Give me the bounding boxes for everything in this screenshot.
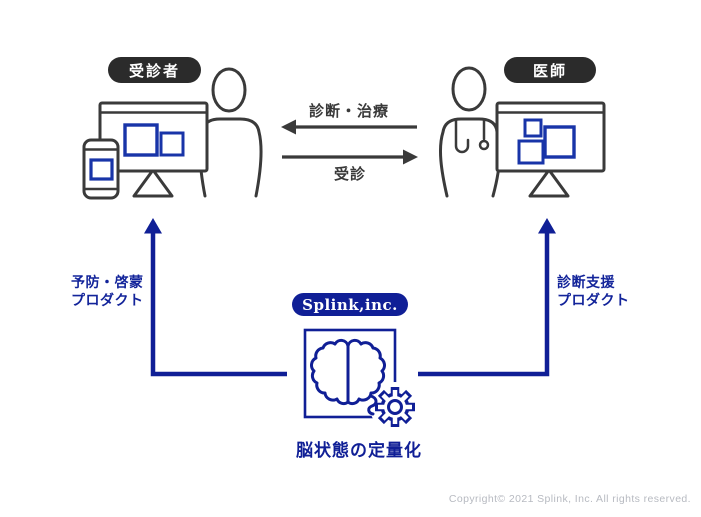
stethoscope-icon <box>454 119 490 154</box>
monitor-stand-icon <box>528 168 570 198</box>
diagnosis-treatment-label: 診断・治療 <box>308 103 389 120</box>
left-product-arrow-icon <box>144 218 287 377</box>
brain-icon <box>310 338 386 416</box>
monitor-stand-icon <box>132 168 174 198</box>
smartphone-icon <box>82 138 120 200</box>
copyright-text: Copyright© 2021 Splink, Inc. All rights … <box>448 493 691 505</box>
brain-quantification-caption: 脳状態の定量化 <box>296 441 422 460</box>
company-badge: Splink,inc. <box>292 293 408 316</box>
person-icon <box>198 67 263 198</box>
company-badge-label: Splink,inc. <box>302 295 398 314</box>
monitor-dashboard-icon <box>98 101 209 173</box>
right-product-line2: プロダクト <box>557 291 630 308</box>
left-product-line2: プロダクト <box>71 291 144 308</box>
person-icon <box>438 66 502 198</box>
left-product-label: 予防・啓蒙 プロダクト <box>71 274 144 309</box>
patient-badge-label: 受診者 <box>128 62 180 80</box>
monitor-dashboard-icon <box>495 101 606 173</box>
right-product-label: 診断支援 プロダクト <box>557 274 630 309</box>
left-product-line1: 予防・啓蒙 <box>71 274 144 290</box>
doctor-badge-label: 医師 <box>532 62 567 80</box>
doctor-badge: 医師 <box>504 57 596 83</box>
right-product-arrow-icon <box>418 218 556 377</box>
arrow-right-icon <box>282 149 418 165</box>
gear-icon <box>375 387 415 427</box>
arrow-left-icon <box>281 119 417 135</box>
patient-badge: 受診者 <box>108 57 201 83</box>
consultation-label: 受診 <box>333 166 366 183</box>
right-product-line1: 診断支援 <box>557 274 615 290</box>
